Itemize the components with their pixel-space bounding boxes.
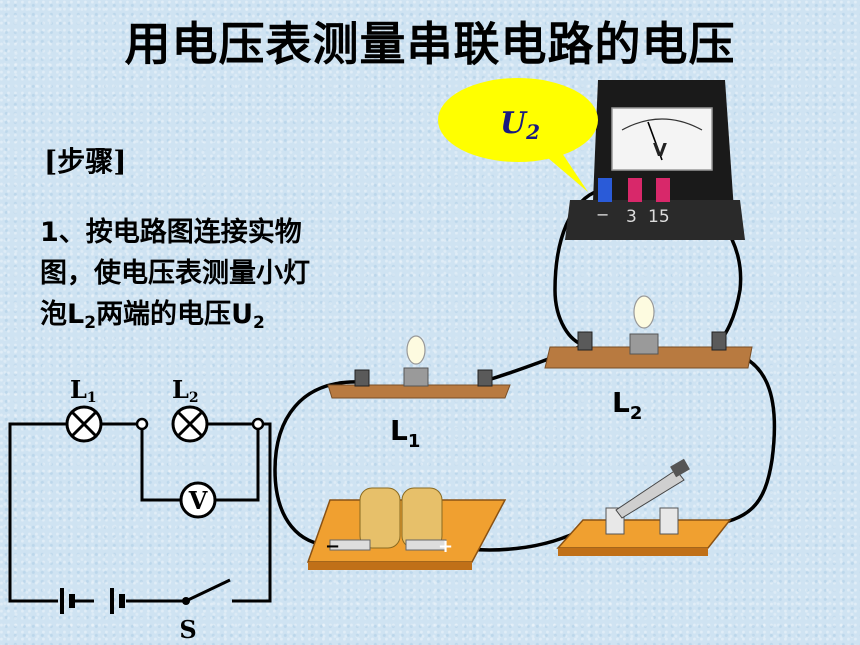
voltmeter-terminal-3 [628,178,642,202]
voltmeter-face-label: V [653,140,667,161]
step-1-line-2: 图，使电压表测量小灯 [40,258,310,289]
schematic-lamp-l1 [65,405,103,443]
callout-label: U2 [500,106,540,144]
physical-lamp-l1-label: L1 [390,414,420,452]
physical-battery-box: − + [306,487,507,570]
schematic-lamp-l1-label: L1 [70,375,97,406]
schematic-junction-right [251,417,265,431]
voltmeter-needle [647,121,663,161]
schematic-wire-right [208,422,272,603]
step-1-u-sub: 2 [253,313,265,333]
physical-voltmeter: V − 3 15 [565,80,745,240]
schematic-lamp-l2 [171,405,209,443]
step-1-l-sub: 2 [84,313,97,333]
lamp-l2-bulb [633,295,655,329]
schematic-voltmeter-label: V [188,486,208,515]
schematic-switch-label: S [179,615,196,644]
voltmeter-label-3: 3 [626,207,637,227]
battery-cell-2 [401,487,443,549]
battery-minus-label: − [325,536,340,557]
schematic-wire-v-right [214,424,260,502]
voltmeter-label-minus: − [596,205,609,224]
schematic-wire-v-left [140,424,182,502]
schematic-junction-left [135,417,149,431]
step-1-line-1: 1、按电路图连接实物 [40,217,302,248]
steps-label: [步骤] [44,145,127,178]
switch-blade [615,469,685,519]
step-1-prefix: 泡 [40,299,67,330]
schematic-voltmeter [179,481,217,519]
physical-lamp-l2-label: L2 [612,386,642,424]
step-1-l: L [67,299,85,330]
battery-cell-1 [359,487,401,549]
physical-lamp-l1 [327,335,511,399]
wire-l1-to-battery [273,380,362,547]
physical-switch [556,458,732,556]
step-1-text: 1、按电路图连接实物 图，使电压表测量小灯 泡L2两端的电压U2 [40,212,390,344]
physical-wires [273,186,777,552]
voltmeter-terminal-15 [656,178,670,202]
circuit-schematic [8,422,272,603]
step-1-mid: 两端的电压 [96,299,232,330]
schematic-lamp-l2-label: L2 [172,375,199,406]
lamp-l1-bulb [406,335,426,365]
voltmeter-label-15: 15 [648,207,670,227]
step-1-u: U [231,299,253,330]
schematic-wire-left [8,422,66,603]
schematic-switch [182,578,231,605]
switch-handle [670,458,690,478]
battery-plus-label: + [438,536,453,557]
voltage-callout: U2 [438,78,598,192]
physical-lamp-l2 [544,295,753,369]
wire-l2-to-switch [703,348,777,528]
page-title: 用电压表测量串联电路的电压 [124,17,736,71]
schematic-battery [60,588,125,614]
voltmeter-terminal-neg [598,178,612,202]
step-1-line-3: 泡L2两端的电压U2 [40,294,390,344]
